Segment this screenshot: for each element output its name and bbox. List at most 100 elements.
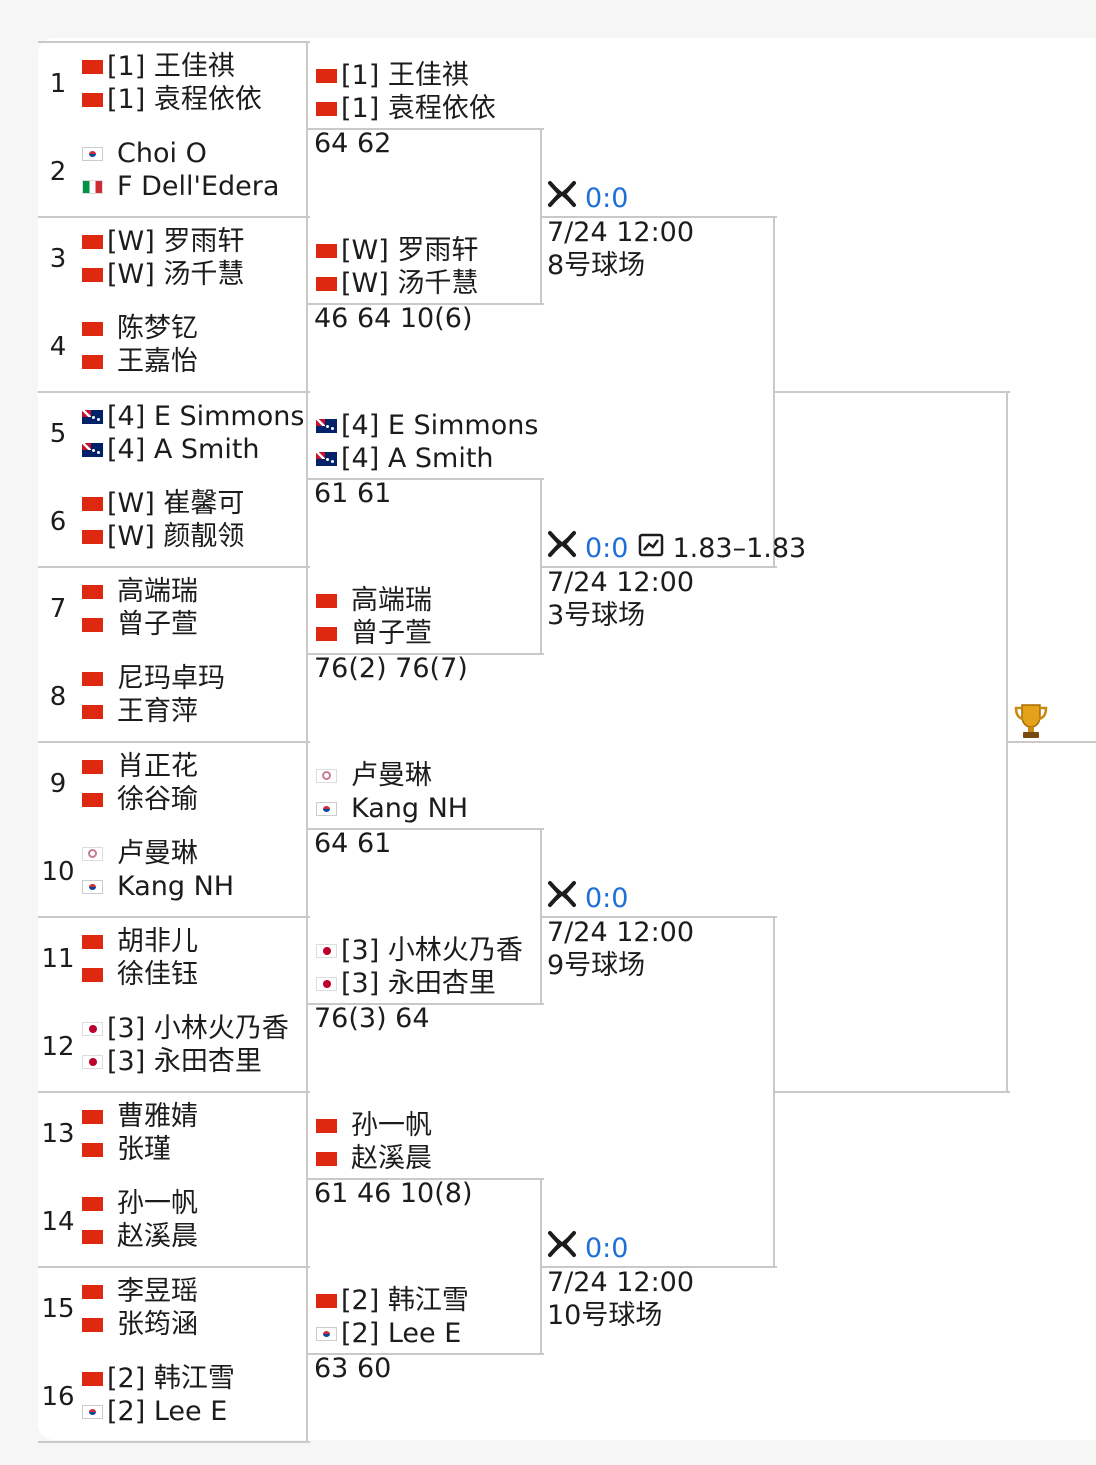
player-line[interactable]: [W] 罗雨轩 — [316, 234, 478, 267]
player-line[interactable]: 陈梦钇 — [82, 313, 198, 346]
flag-cn-icon — [82, 59, 103, 74]
player-line[interactable]: 卢曼琳 — [82, 838, 198, 871]
player-line[interactable]: [2] 韩江雪 — [316, 1284, 469, 1317]
bracket-line — [38, 741, 310, 743]
player-line[interactable]: 徐佳钰 — [82, 958, 198, 991]
versus-icon — [547, 880, 577, 916]
player-line[interactable]: 曹雅婧 — [82, 1100, 198, 1133]
bracket-line — [773, 216, 775, 566]
player-line[interactable]: 卢曼琳 — [316, 759, 432, 792]
flag-cn-icon — [82, 1317, 103, 1332]
player-line[interactable]: 尼玛卓玛 — [82, 663, 225, 696]
player-line[interactable]: [2] Lee E — [316, 1317, 461, 1350]
player-line[interactable]: 李昱瑶 — [82, 1275, 198, 1308]
player-name: 高端瑞 — [117, 575, 198, 607]
draw-position-number: 3 — [49, 244, 67, 274]
odds-value[interactable]: 1.83–1.83 — [672, 532, 807, 564]
player-name: 王嘉怡 — [117, 346, 198, 377]
bracket-line — [1008, 741, 1096, 743]
player-line[interactable]: Choi O — [82, 138, 207, 171]
bracket-line — [306, 566, 308, 741]
player-name: [1] 王佳祺 — [107, 50, 235, 82]
player-line[interactable]: [3] 永田杏里 — [82, 1046, 262, 1079]
flag-cn-icon — [82, 497, 103, 511]
flag-cn-icon — [82, 672, 103, 686]
player-line[interactable]: [W] 汤千慧 — [82, 258, 244, 291]
player-line[interactable]: [1] 王佳祺 — [316, 59, 469, 92]
player-line[interactable]: Kang NH — [316, 792, 468, 825]
player-line[interactable]: F Dell'Edera — [82, 171, 279, 204]
player-line[interactable]: [3] 小林火乃香 — [316, 934, 523, 967]
player-line[interactable]: [4] E Simmons — [316, 409, 538, 442]
player-line[interactable]: [3] 永田杏里 — [316, 967, 496, 1000]
player-line[interactable]: [1] 袁程依依 — [82, 83, 262, 116]
player-name: 曹雅婧 — [117, 1100, 198, 1132]
match-court: 3号球场 — [547, 600, 646, 631]
player-line[interactable]: [4] A Smith — [82, 433, 260, 466]
live-score[interactable]: 0:0 — [585, 182, 629, 214]
player-line[interactable]: [2] Lee E — [82, 1396, 227, 1429]
bracket-line — [306, 1091, 308, 1266]
flag-cn-icon — [316, 1118, 337, 1133]
player-line[interactable]: [1] 袁程依依 — [316, 92, 496, 125]
draw-position-number: 12 — [41, 1031, 75, 1062]
flag-cn-icon — [82, 267, 103, 282]
player-name: [W] 罗雨轩 — [341, 234, 479, 266]
bracket-line — [38, 41, 310, 43]
player-line[interactable]: 孙一帆 — [316, 1109, 432, 1142]
player-line[interactable]: 王育萍 — [82, 696, 198, 729]
player-name: [2] Lee E — [107, 1396, 228, 1427]
player-line[interactable]: [1] 王佳祺 — [82, 50, 235, 83]
live-score[interactable]: 0:0 — [585, 532, 629, 564]
trophy-icon — [1013, 702, 1049, 744]
live-score[interactable]: 0:0 — [585, 1232, 629, 1264]
player-name: [3] 小林火乃香 — [341, 934, 523, 966]
player-line[interactable]: [W] 罗雨轩 — [82, 225, 244, 258]
player-line[interactable]: 曾子萱 — [316, 617, 432, 650]
flag-kr-icon — [316, 801, 337, 816]
bracket-line — [38, 1266, 310, 1268]
draw-position-number: 16 — [41, 1381, 75, 1412]
player-line[interactable]: 赵溪晨 — [316, 1142, 432, 1175]
player-line[interactable]: Kang NH — [82, 871, 234, 904]
player-line[interactable]: [3] 小林火乃香 — [82, 1013, 289, 1046]
player-line[interactable]: 孙一帆 — [82, 1188, 198, 1221]
chart-icon[interactable] — [638, 532, 664, 565]
player-name: 曾子萱 — [117, 608, 198, 640]
bracket-line — [306, 391, 308, 566]
flag-kr-icon — [82, 147, 103, 161]
live-score[interactable]: 0:0 — [585, 882, 629, 914]
player-name: [1] 袁程依依 — [107, 83, 262, 115]
player-line[interactable]: [4] E Simmons — [82, 400, 304, 433]
player-line[interactable]: 王嘉怡 — [82, 346, 198, 379]
match-score: 64 61 — [314, 828, 392, 859]
player-line[interactable]: 高端瑞 — [82, 575, 198, 608]
player-line[interactable]: [W] 汤千慧 — [316, 267, 478, 300]
match-score-row: 0:0 — [547, 180, 694, 216]
player-line[interactable]: [2] 韩江雪 — [82, 1363, 235, 1396]
player-name: [1] 王佳祺 — [341, 59, 469, 91]
player-line[interactable]: 张瑾 — [82, 1133, 171, 1166]
player-line[interactable]: 徐谷瑜 — [82, 783, 198, 816]
match-score: 46 64 10(6) — [314, 303, 473, 334]
bracket-line — [38, 916, 310, 918]
player-line[interactable]: [4] A Smith — [316, 442, 494, 475]
player-line[interactable]: 张筠涵 — [82, 1308, 198, 1341]
flag-kr-icon — [82, 880, 103, 894]
player-line[interactable]: 高端瑞 — [316, 584, 432, 617]
player-line[interactable]: 曾子萱 — [82, 608, 198, 641]
player-name: Kang NH — [117, 871, 235, 902]
player-line[interactable]: [W] 崔馨可 — [82, 488, 244, 521]
bracket-line — [306, 1266, 308, 1441]
player-name: [2] 韩江雪 — [341, 1284, 469, 1316]
player-line[interactable]: 肖正花 — [82, 750, 198, 783]
player-line[interactable]: 胡非儿 — [82, 925, 198, 958]
flag-cn-icon — [82, 617, 103, 632]
player-line[interactable]: [W] 颜靓领 — [82, 521, 244, 554]
player-name: [2] Lee E — [341, 1317, 462, 1349]
player-line[interactable]: 赵溪晨 — [82, 1221, 198, 1254]
